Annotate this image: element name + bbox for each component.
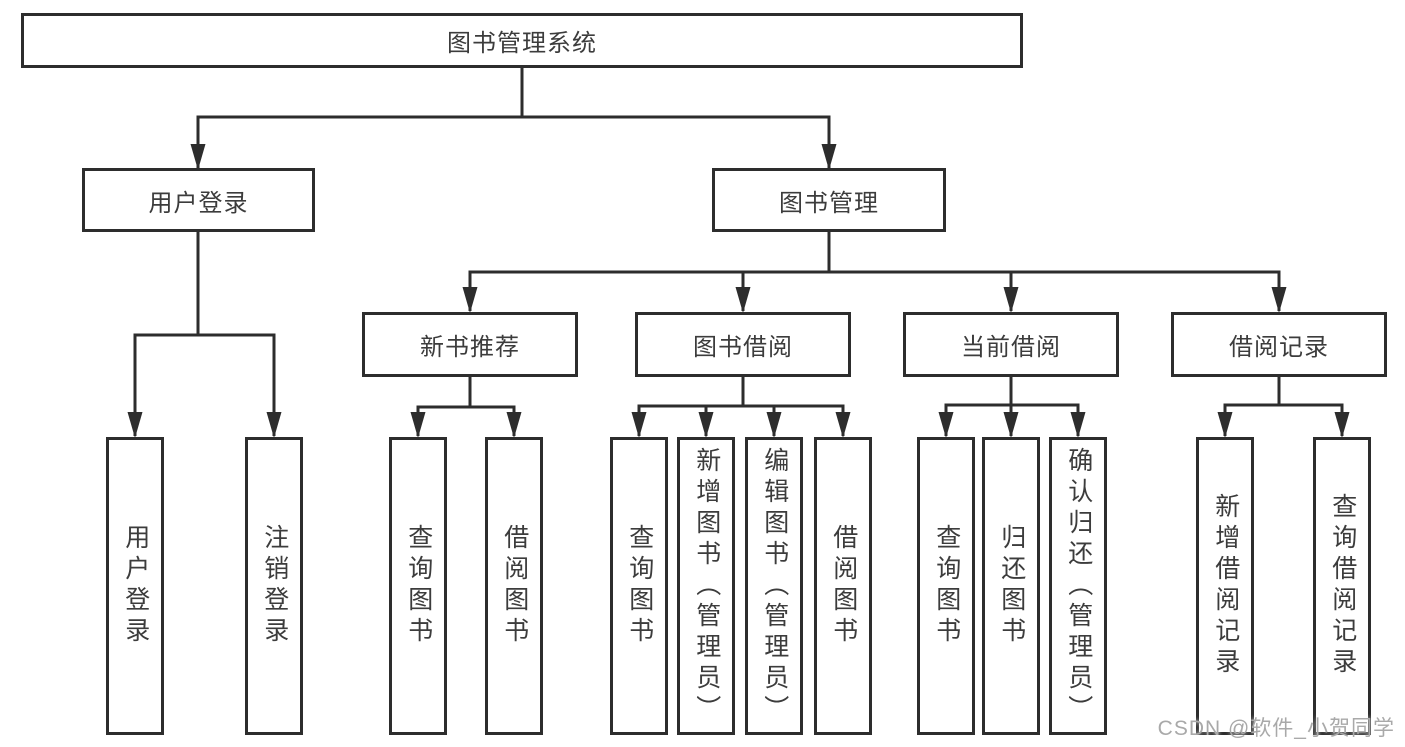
leaf-user-login: 用户登录	[106, 437, 164, 735]
leaf-query-book-borrow: 查询图书	[610, 437, 668, 735]
leaf-add-borrow-record-label: 新增借阅记录	[1211, 493, 1240, 679]
leaf-return-book: 归还图书	[982, 437, 1040, 735]
leaf-borrow-book-borrow-label: 借阅图书	[829, 524, 858, 648]
node-book-management: 图书管理	[712, 168, 946, 232]
node-new-book-recommend-label: 新书推荐	[420, 334, 520, 361]
node-borrow-records-label: 借阅记录	[1229, 334, 1329, 361]
node-root-label: 图书管理系统	[447, 30, 597, 57]
leaf-add-borrow-record: 新增借阅记录	[1196, 437, 1254, 735]
node-new-book-recommend: 新书推荐	[362, 312, 578, 377]
node-current-borrow: 当前借阅	[903, 312, 1119, 377]
node-current-borrow-label: 当前借阅	[961, 334, 1061, 361]
leaf-query-book-borrow-label: 查询图书	[625, 524, 654, 648]
node-borrow-records: 借阅记录	[1171, 312, 1387, 377]
node-root: 图书管理系统	[21, 13, 1023, 68]
node-user-login: 用户登录	[82, 168, 315, 232]
leaf-query-book-newbook-label: 查询图书	[404, 524, 433, 648]
leaf-edit-book-admin: 编辑图书（管理员）	[745, 437, 803, 735]
node-book-borrow: 图书借阅	[635, 312, 851, 377]
leaf-return-book-label: 归还图书	[997, 524, 1026, 648]
leaf-borrow-book-newbook: 借阅图书	[485, 437, 543, 735]
leaf-edit-book-admin-label: 编辑图书（管理员）	[760, 446, 789, 726]
leaf-query-borrow-record-label: 查询借阅记录	[1328, 493, 1357, 679]
leaf-query-book-newbook: 查询图书	[389, 437, 447, 735]
leaf-logout-label: 注销登录	[260, 524, 289, 648]
leaf-logout: 注销登录	[245, 437, 303, 735]
leaf-query-book-current-label: 查询图书	[932, 524, 961, 648]
leaf-borrow-book-newbook-label: 借阅图书	[500, 524, 529, 648]
leaf-confirm-return-admin: 确认归还（管理员）	[1049, 437, 1107, 735]
leaf-borrow-book-borrow: 借阅图书	[814, 437, 872, 735]
node-book-management-label: 图书管理	[779, 189, 879, 217]
leaf-user-login-label: 用户登录	[121, 524, 150, 648]
leaf-query-borrow-record: 查询借阅记录	[1313, 437, 1371, 735]
leaf-query-book-current: 查询图书	[917, 437, 975, 735]
leaf-add-book-admin: 新增图书（管理员）	[677, 437, 735, 735]
leaf-add-book-admin-label: 新增图书（管理员）	[692, 446, 721, 726]
node-user-login-label: 用户登录	[148, 189, 249, 217]
leaf-confirm-return-admin-label: 确认归还（管理员）	[1064, 446, 1093, 726]
node-book-borrow-label: 图书借阅	[693, 334, 793, 361]
watermark: CSDN @软件_小贺同学	[1157, 717, 1395, 740]
